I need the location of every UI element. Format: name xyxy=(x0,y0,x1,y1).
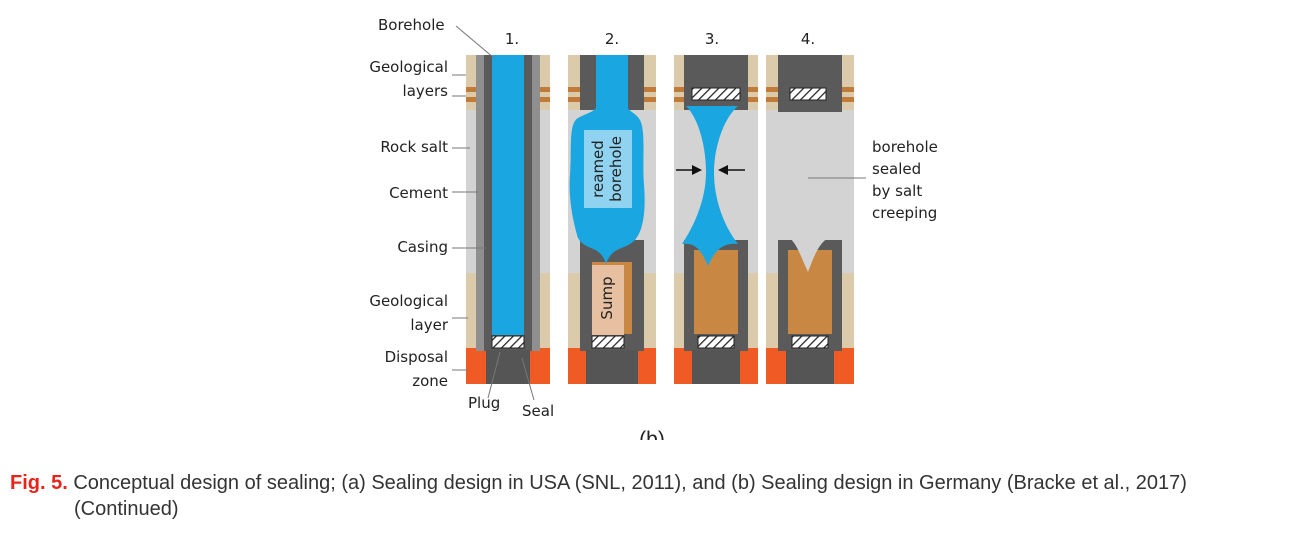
label-reamed-borehole: borehole xyxy=(607,136,625,202)
label-rock-salt: Rock salt xyxy=(380,138,448,156)
panel-3 xyxy=(674,55,758,384)
stage-1-number: 1. xyxy=(505,30,519,48)
label-borehole: Borehole xyxy=(378,16,445,34)
stage-4-number: 4. xyxy=(801,30,815,48)
label-right-3: by salt xyxy=(872,182,922,200)
label-right-4: creeping xyxy=(872,204,937,222)
label-right-1: borehole xyxy=(872,138,938,156)
caption-text: Conceptual design of sealing; (a) Sealin… xyxy=(67,472,1187,494)
stage-2-number: 2. xyxy=(605,30,619,48)
panel-1 xyxy=(466,55,550,384)
label-disposal-zone-1: Disposal xyxy=(385,348,448,366)
label-reamed: reamed xyxy=(589,140,607,198)
subfigure-label: (b) xyxy=(639,428,665,440)
figure-caption: Fig. 5. Conceptual design of sealing; (a… xyxy=(10,470,1300,522)
label-sump: Sump xyxy=(598,276,616,319)
label-geological-layers-2: layers xyxy=(403,82,449,100)
panel-4 xyxy=(766,55,854,384)
label-casing: Casing xyxy=(397,238,448,256)
panel-2 xyxy=(568,55,656,384)
label-right-2: sealed xyxy=(872,160,921,178)
leader-lines xyxy=(452,25,866,401)
label-seal: Seal xyxy=(522,402,554,420)
label-cement: Cement xyxy=(389,184,448,202)
label-geological-layers-1: Geological xyxy=(369,58,448,76)
sealing-diagram: Borehole Geological layers Rock salt Cem… xyxy=(369,16,938,440)
caption-continued: (Continued) xyxy=(74,498,179,520)
label-geological-layer-2: layer xyxy=(410,316,448,334)
figure-number: Fig. 5. xyxy=(10,472,68,494)
label-geological-layer-1: Geological xyxy=(369,292,448,310)
label-plug: Plug xyxy=(468,394,500,412)
stage-3-number: 3. xyxy=(705,30,719,48)
label-disposal-zone-2: zone xyxy=(412,372,448,390)
